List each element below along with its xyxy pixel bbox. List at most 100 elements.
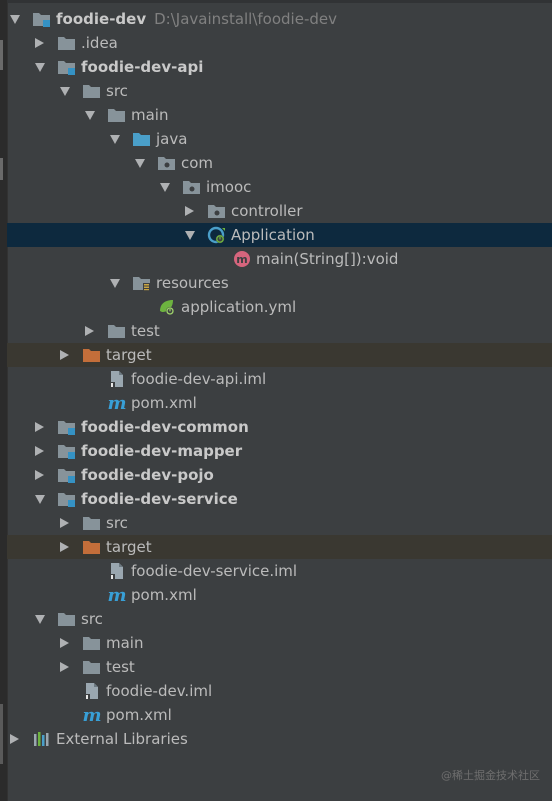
tree-node-label: src (106, 511, 128, 535)
tree-node[interactable]: java (7, 127, 552, 151)
tree-node-name: main(String[]):void (256, 250, 399, 268)
tree-node[interactable]: foodie-dev-mapper (7, 439, 552, 463)
collapse-arrow-right-icon[interactable] (60, 350, 69, 360)
tree-node-name: foodie-dev-mapper (81, 442, 243, 460)
collapse-arrow-right-icon[interactable] (60, 662, 69, 672)
spring-boot-class-icon (207, 226, 227, 244)
tree-node[interactable]: test (7, 319, 552, 343)
expand-arrow-down-icon[interactable] (85, 111, 95, 120)
tree-node-name: main (131, 106, 169, 124)
tree-node[interactable]: com (7, 151, 552, 175)
collapse-arrow-right-icon[interactable] (60, 518, 69, 528)
expand-arrow-down-icon[interactable] (35, 495, 45, 504)
resources-folder-icon (132, 274, 152, 292)
module-folder-icon (57, 58, 77, 76)
tree-node-name: pom.xml (131, 586, 197, 604)
tree-node-label: target (106, 535, 152, 559)
collapse-arrow-right-icon[interactable] (35, 470, 44, 480)
watermark: @稀土掘金技术社区 (441, 769, 540, 782)
tree-node[interactable]: main (7, 103, 552, 127)
tree-node[interactable]: foodie-dev-service (7, 487, 552, 511)
folder-icon (57, 610, 77, 628)
tree-node-name: .idea (81, 34, 118, 52)
collapse-arrow-right-icon[interactable] (10, 734, 19, 744)
tree-node[interactable]: foodie-dev-api (7, 55, 552, 79)
tree-node-name: test (106, 658, 135, 676)
panel-top-edge (7, 0, 552, 3)
expand-arrow-down-icon[interactable] (35, 63, 45, 72)
expand-arrow-down-icon[interactable] (110, 135, 120, 144)
tree-node[interactable]: test (7, 655, 552, 679)
tree-node[interactable]: foodie-dev.iml (7, 679, 552, 703)
collapse-arrow-right-icon[interactable] (35, 38, 44, 48)
expand-arrow-down-icon[interactable] (60, 87, 70, 96)
tree-node[interactable]: foodie-dev-api.iml (7, 367, 552, 391)
tree-node-name: test (131, 322, 160, 340)
tree-node-label: resources (156, 271, 229, 295)
package-icon (157, 154, 177, 172)
maven-icon: m (107, 585, 127, 606)
tree-node[interactable]: foodie-dev-pojo (7, 463, 552, 487)
tree-node[interactable]: External Libraries (7, 727, 552, 751)
iml-file-icon (107, 562, 127, 580)
tree-node-label: main(String[]):void (256, 247, 398, 271)
expand-arrow-down-icon[interactable] (185, 231, 195, 240)
tree-node[interactable]: foodie-dev-common (7, 415, 552, 439)
tree-node[interactable]: controller (7, 199, 552, 223)
tree-node[interactable]: application.yml (7, 295, 552, 319)
tree-node[interactable]: src (7, 79, 552, 103)
tree-node-label: application.yml (181, 295, 296, 319)
tree-node[interactable]: target (7, 343, 552, 367)
maven-icon: m (82, 705, 102, 726)
tree-node[interactable]: target (7, 535, 552, 559)
tree-node[interactable]: src (7, 511, 552, 535)
tree-node-label: main (131, 103, 168, 127)
folder-icon (107, 106, 127, 124)
excluded-folder-icon (82, 346, 102, 364)
collapse-arrow-right-icon[interactable] (35, 446, 44, 456)
tree-node-name: controller (231, 202, 303, 220)
tree-node[interactable]: Application (7, 223, 552, 247)
folder-icon (82, 514, 102, 532)
collapse-arrow-right-icon[interactable] (60, 638, 69, 648)
tree-node-label: foodie-dev-api (81, 55, 203, 79)
tree-node[interactable]: main (7, 631, 552, 655)
folder-icon (107, 322, 127, 340)
tree-node[interactable]: foodie-dev-service.iml (7, 559, 552, 583)
tree-node-name: com (181, 154, 214, 172)
tree-node-label: foodie-dev-api.iml (131, 367, 266, 391)
expand-arrow-down-icon[interactable] (135, 159, 145, 168)
folder-icon (57, 34, 77, 52)
tree-node-label: controller (231, 199, 303, 223)
tree-node-label: src (81, 607, 103, 631)
collapse-arrow-right-icon[interactable] (60, 542, 69, 552)
folder-icon (82, 82, 102, 100)
tree-node-name: foodie-dev-pojo (81, 466, 214, 484)
tree-node[interactable]: resources (7, 271, 552, 295)
expand-arrow-down-icon[interactable] (35, 615, 45, 624)
tree-node-name: foodie-dev (56, 10, 147, 28)
tree-node-label: test (106, 655, 135, 679)
tree-node-label: .idea (81, 31, 118, 55)
tree-node-name: foodie-dev-common (81, 418, 249, 436)
tree-node-label: pom.xml (106, 703, 172, 727)
tree-node[interactable]: src (7, 607, 552, 631)
tree-node[interactable]: imooc (7, 175, 552, 199)
tree-node-name: foodie-dev-service.iml (131, 562, 298, 580)
collapse-arrow-right-icon[interactable] (185, 206, 194, 216)
tree-node[interactable]: .idea (7, 31, 552, 55)
expand-arrow-down-icon[interactable] (110, 279, 120, 288)
collapse-arrow-right-icon[interactable] (35, 422, 44, 432)
expand-arrow-down-icon[interactable] (160, 183, 170, 192)
maven-icon: m (107, 393, 127, 414)
tool-strip-marker (0, 704, 3, 764)
collapse-arrow-right-icon[interactable] (85, 326, 94, 336)
tree-node-name: foodie-dev.iml (106, 682, 213, 700)
expand-arrow-down-icon[interactable] (10, 15, 20, 24)
